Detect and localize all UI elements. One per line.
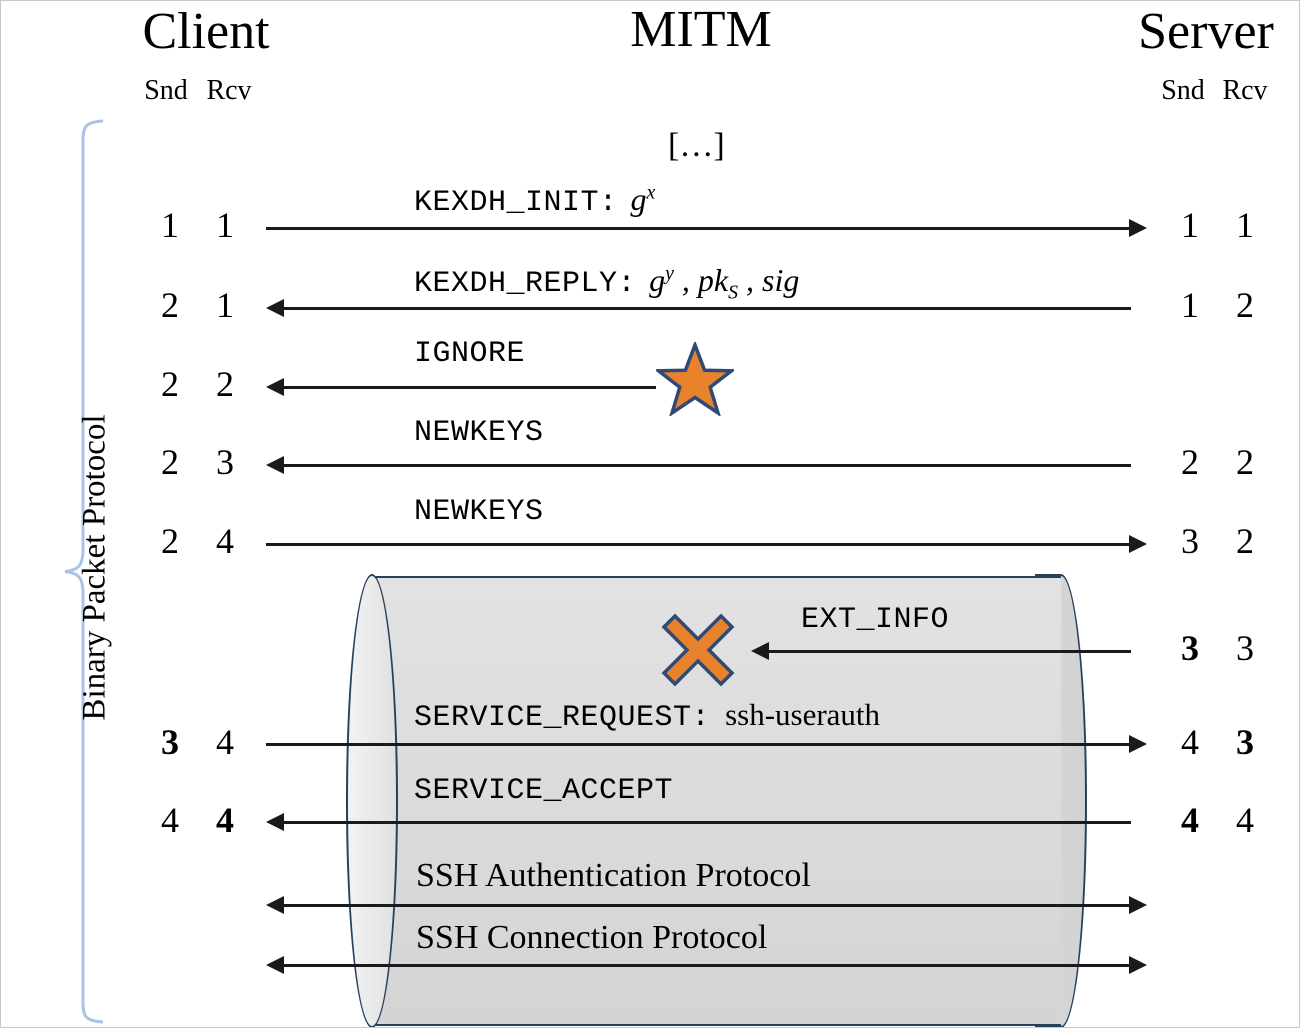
arrow-line-kexdh-reply [284, 307, 1131, 310]
message-separator-kexdh-init: : [599, 186, 618, 220]
client-snd-value-kexdh-reply: 2 [161, 285, 179, 325]
message-payload-kexdh-init: gx [630, 181, 656, 217]
column-title-server: Server [1138, 3, 1274, 60]
message-name-service-accept: SERVICE_ACCEPT [414, 774, 674, 808]
client-snd-value-ignore: 2 [161, 364, 179, 404]
client-rcv-value-kexdh-init: 1 [216, 205, 234, 245]
message-label-ssh-auth-protocol: SSH Authentication Protocol [416, 859, 811, 893]
server-snd-value-kexdh-reply: 1 [1181, 285, 1199, 325]
client-snd-value-service-accept: 4 [161, 800, 179, 840]
arrow-line-newkeys-c2s [266, 543, 1131, 546]
client-rcv-value-newkeys-s2c: 3 [216, 442, 234, 482]
message-label-ssh-conn-protocol: SSH Connection Protocol [416, 921, 767, 955]
client-snd-header: Snd [144, 75, 188, 106]
message-label-newkeys-s2c: NEWKEYS [414, 418, 544, 448]
server-rcv-value-kexdh-init: 1 [1236, 205, 1254, 245]
arrow-line-ext-info [769, 650, 1131, 653]
client-rcv-value-newkeys-c2s: 4 [216, 521, 234, 561]
message-name-kexdh-init: KEXDH_INIT [414, 186, 600, 220]
arrowhead-left-newkeys-s2c [266, 456, 284, 474]
message-name-newkeys-s2c: NEWKEYS [414, 416, 544, 450]
client-snd-value-service-request: 3 [161, 722, 179, 762]
ellipsis-marker: […] [668, 127, 725, 164]
message-label-service-accept: SERVICE_ACCEPT [414, 776, 673, 806]
client-rcv-header: Rcv [206, 75, 252, 106]
server-snd-header: Snd [1161, 75, 1205, 106]
arrow-line-service-request [266, 743, 1131, 746]
message-name-ext-info: EXT_INFO [801, 603, 950, 637]
arrowhead-left-service-accept [266, 813, 284, 831]
server-snd-value-ext-info: 3 [1181, 628, 1199, 668]
arrow-line-ignore [284, 386, 656, 389]
star-icon [653, 340, 737, 418]
arrow-line-ssh-auth-protocol [284, 904, 1131, 907]
arrow-line-kexdh-init [266, 227, 1131, 230]
message-name-ssh-auth-protocol: SSH Authentication Protocol [416, 857, 811, 894]
server-rcv-value-service-accept: 4 [1236, 800, 1254, 840]
server-rcv-value-kexdh-reply: 2 [1236, 285, 1254, 325]
binary-packet-protocol-brace: Binary Packet Protocol [63, 119, 113, 1024]
server-snd-value-service-request: 4 [1181, 722, 1199, 762]
server-rcv-value-newkeys-c2s: 2 [1236, 521, 1254, 561]
message-label-kexdh-init: KEXDH_INIT: gx [414, 181, 655, 218]
server-rcv-value-ext-info: 3 [1236, 628, 1254, 668]
arrowhead-right-service-request [1129, 735, 1147, 753]
message-label-newkeys-c2s: NEWKEYS [414, 497, 544, 527]
message-name-ignore: IGNORE [414, 337, 526, 371]
message-name-service-request: SERVICE_REQUEST [414, 701, 692, 735]
arrowhead-left-ignore [266, 378, 284, 396]
message-name-kexdh-reply: KEXDH_REPLY [414, 267, 618, 301]
message-label-service-request: SERVICE_REQUEST: ssh-userauth [414, 699, 880, 733]
message-label-ext-info: EXT_INFO [801, 605, 949, 635]
column-title-client: Client [142, 3, 270, 60]
arrow-line-service-accept [284, 821, 1131, 824]
message-name-newkeys-c2s: NEWKEYS [414, 495, 544, 529]
mitm-injection-star-icon [653, 340, 737, 418]
arrowhead-left-ssh-conn-protocol [266, 956, 284, 974]
client-rcv-value-kexdh-reply: 1 [216, 285, 234, 325]
server-snd-value-kexdh-init: 1 [1181, 205, 1199, 245]
message-payload-service-request: ssh-userauth [725, 697, 881, 732]
client-snd-value-newkeys-s2c: 2 [161, 442, 179, 482]
mitm-block-x-icon [661, 613, 735, 687]
arrow-line-newkeys-s2c [284, 464, 1131, 467]
arrowhead-right-kexdh-init [1129, 219, 1147, 237]
x-icon [661, 613, 735, 687]
message-name-ssh-conn-protocol: SSH Connection Protocol [416, 919, 768, 956]
arrowhead-left-ssh-auth-protocol [266, 896, 284, 914]
server-rcv-value-newkeys-s2c: 2 [1236, 442, 1254, 482]
cylinder-left-cap [346, 574, 398, 1027]
server-snd-value-newkeys-s2c: 2 [1181, 442, 1199, 482]
column-title-mitm: MITM [630, 1, 772, 58]
arrowhead-left-kexdh-reply [266, 299, 284, 317]
message-separator-service-request: : [691, 701, 711, 735]
server-rcv-header: Rcv [1222, 75, 1268, 106]
arrow-line-ssh-conn-protocol [284, 964, 1131, 967]
encrypted-channel-cylinder [346, 574, 1087, 1027]
server-rcv-value-service-request: 3 [1236, 722, 1254, 762]
client-snd-value-kexdh-init: 1 [161, 205, 179, 245]
message-separator-kexdh-reply: : [617, 267, 637, 301]
client-snd-value-newkeys-c2s: 2 [161, 521, 179, 561]
binary-packet-protocol-label: Binary Packet Protocol [76, 414, 113, 721]
message-label-ignore: IGNORE [414, 339, 525, 369]
message-label-kexdh-reply: KEXDH_REPLY: gy , pkS , sig [414, 262, 799, 304]
arrowhead-right-ssh-auth-protocol [1129, 896, 1147, 914]
server-snd-value-service-accept: 4 [1181, 800, 1199, 840]
brace-icon [64, 119, 104, 1024]
client-rcv-value-service-accept: 4 [216, 800, 234, 840]
client-rcv-value-service-request: 4 [216, 722, 234, 762]
client-rcv-value-ignore: 2 [216, 364, 234, 404]
arrowhead-right-newkeys-c2s [1129, 535, 1147, 553]
server-snd-value-newkeys-c2s: 3 [1181, 521, 1199, 561]
message-payload-kexdh-reply: gy , pkS , sig [649, 262, 800, 304]
arrowhead-right-ssh-conn-protocol [1129, 956, 1147, 974]
arrowhead-left-ext-info [751, 642, 769, 660]
